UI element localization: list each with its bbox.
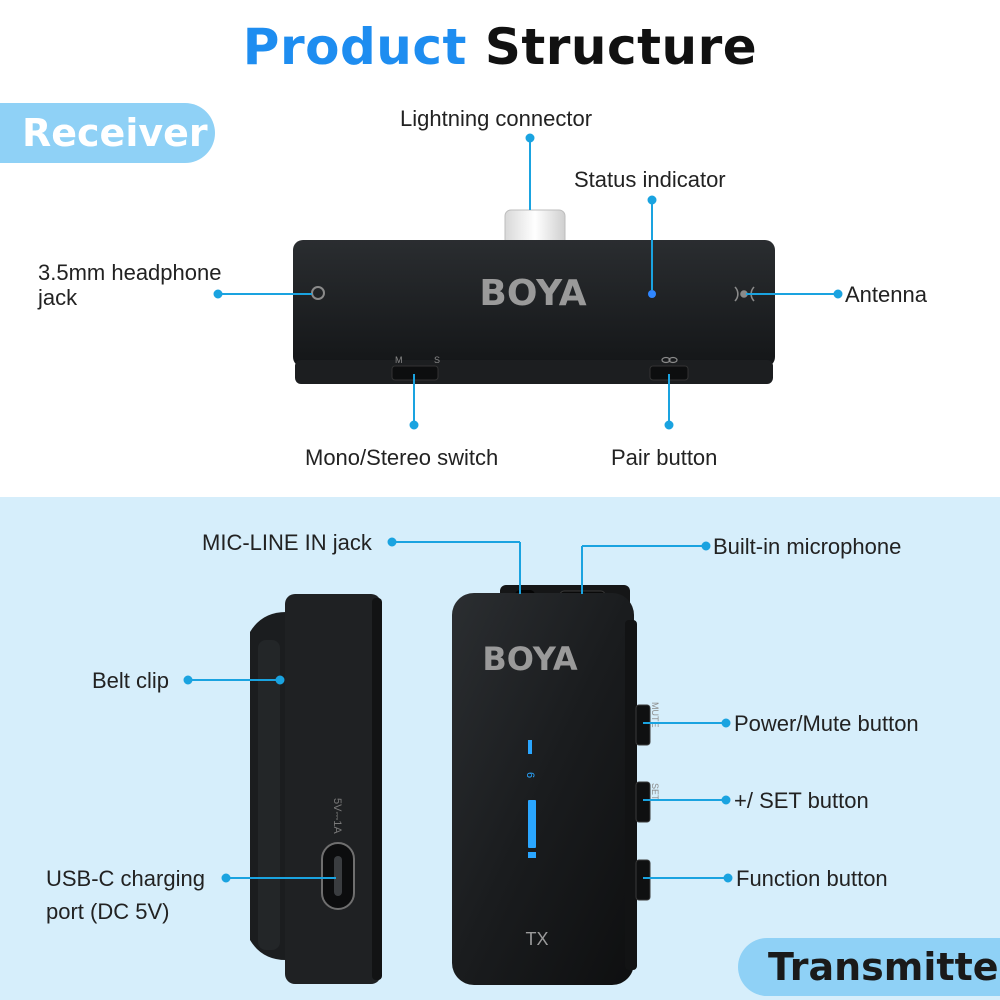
power-mute-button[interactable] <box>635 704 651 746</box>
label-headphone-jack-2: jack <box>38 285 78 310</box>
side-rating-text: 5V⎓1A <box>331 798 343 834</box>
transmitter-brand-logo: BOYA <box>482 640 578 678</box>
battery-tip-icon <box>528 852 536 858</box>
receiver-device: BOYA M S <box>293 209 775 384</box>
transmitter-callouts <box>183 537 733 883</box>
receiver-callouts <box>213 133 843 430</box>
link-icon <box>661 356 678 364</box>
transmitter-side-body <box>285 594 381 984</box>
switch-mark-s: S <box>434 355 440 365</box>
label-mic-line-in-jack: MIC-LINE IN jack <box>202 530 372 555</box>
receiver-section-label: Receiver <box>0 103 215 163</box>
receiver-body <box>293 240 775 367</box>
belt-clip-inner <box>258 640 280 950</box>
label-set-button: +/ SET button <box>734 788 869 813</box>
switch-mark-m: M <box>395 355 403 365</box>
page-title: Product Structure <box>0 18 1000 76</box>
receiver-brand-logo: BOYA <box>479 273 586 314</box>
label-pair-button: Pair button <box>611 445 718 470</box>
label-mono-stereo-switch: Mono/Stereo switch <box>305 445 499 470</box>
label-power-mute-button: Power/Mute button <box>734 711 919 736</box>
receiver-bottom-edge <box>295 360 773 384</box>
transmitter-front-body <box>452 593 634 985</box>
set-button[interactable] <box>635 781 651 823</box>
mute-mark: MUTE <box>650 702 660 728</box>
transmitter-model-label: TX <box>525 929 548 949</box>
label-built-in-microphone: Built-in microphone <box>713 534 902 559</box>
set-mark: SET <box>650 783 660 801</box>
function-button[interactable] <box>635 859 651 901</box>
label-usb-c-port-2: port (DC 5V) <box>46 899 170 924</box>
battery-bar-icon <box>528 800 536 848</box>
signal-icon <box>528 740 532 754</box>
label-usb-c-port-1: USB-C charging <box>46 866 205 891</box>
label-function-button: Function button <box>736 866 888 891</box>
label-lightning-connector: Lightning connector <box>400 106 593 131</box>
label-belt-clip: Belt clip <box>92 668 170 693</box>
side-edge <box>372 598 382 980</box>
label-headphone-jack-1: 3.5mm headphone <box>38 260 222 285</box>
title-word-structure: Structure <box>484 18 758 76</box>
title-word-product: Product <box>242 18 467 76</box>
transmitter-right-edge <box>625 620 637 970</box>
status-led-icon <box>648 290 656 298</box>
label-antenna: Antenna <box>845 282 927 307</box>
transmitter-front-view: BOYA 6 TX MUTE SET <box>452 585 660 985</box>
transmitter-display: 6 <box>524 740 536 858</box>
label-status-indicator: Status indicator <box>574 167 726 192</box>
transmitter-side-view: 5V⎓1A <box>250 594 382 984</box>
transmitter-section-label: Transmitter <box>738 938 1000 996</box>
usb-c-tongue <box>334 856 342 896</box>
display-channel: 6 <box>524 772 536 778</box>
